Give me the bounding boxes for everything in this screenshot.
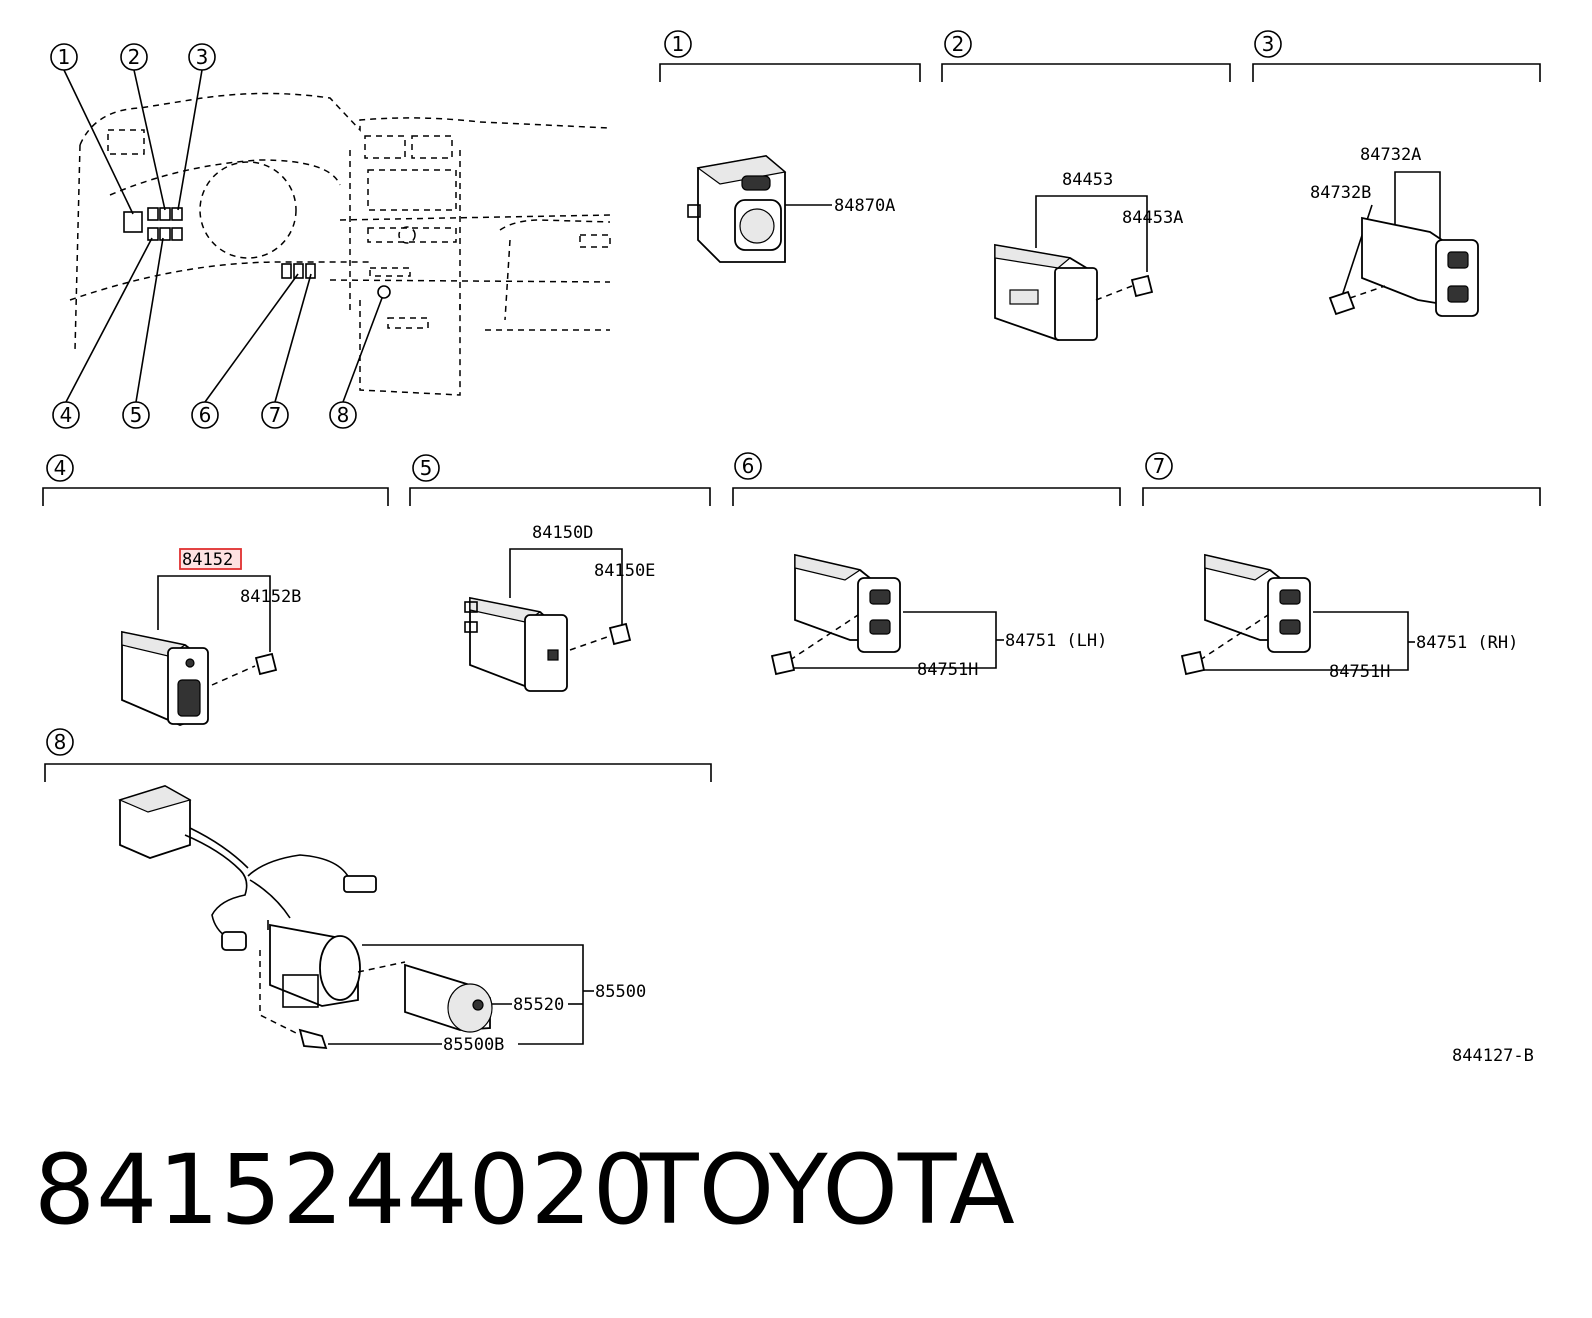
section-5-number: 5 xyxy=(420,456,433,480)
section-4-number: 4 xyxy=(54,456,67,480)
switch-body-icon xyxy=(794,553,901,653)
screw-icon xyxy=(1130,274,1154,298)
footer-part-number: 8415244020 xyxy=(34,1134,655,1246)
callout-circle-2 xyxy=(120,43,148,71)
callout-7: 7 xyxy=(269,403,282,427)
section-2-number: 2 xyxy=(952,32,965,56)
callout-5: 5 xyxy=(130,403,143,427)
section-4: 4 84152 84152B xyxy=(42,454,389,726)
label-84751-LH: 84751 (LH) xyxy=(1005,631,1107,651)
section-8-number: 8 xyxy=(54,730,67,754)
label-84150E: 84150E xyxy=(594,561,655,581)
section-6: 6 84751 (LH) 84751H xyxy=(732,452,1121,680)
section-7-number: 7 xyxy=(1153,454,1166,478)
label-84751H-RH: 84751H xyxy=(1329,662,1390,682)
section-7: 7 84751 (RH) 84751H xyxy=(1142,452,1541,682)
label-84152B: 84152B xyxy=(240,587,301,607)
dashboard-overview: 1 2 3 4 5 6 7 8 xyxy=(50,43,611,429)
mirror-switch-icon xyxy=(687,155,787,263)
label-84732A: 84732A xyxy=(1360,145,1421,165)
dimmer-switch-icon xyxy=(121,630,209,726)
label-84150D: 84150D xyxy=(532,523,593,543)
switch-body-icon xyxy=(1361,216,1479,317)
callout-circle-3 xyxy=(188,43,216,71)
label-84870A: 84870A xyxy=(834,196,895,216)
callout-4: 4 xyxy=(60,403,73,427)
callout-circle-8 xyxy=(329,401,357,429)
callout-circle-1 xyxy=(50,43,78,71)
switch-body-icon xyxy=(994,243,1098,341)
callout-circle-4 xyxy=(52,401,80,429)
label-85500B: 85500B xyxy=(443,1035,504,1055)
screw-icon xyxy=(770,650,796,676)
label-84751H-LH: 84751H xyxy=(917,660,978,680)
cigarette-lighter-icon xyxy=(118,785,493,1050)
switch-body-icon xyxy=(464,596,568,692)
diagram-code: 844127-B xyxy=(1452,1046,1534,1066)
label-84453: 84453 xyxy=(1062,170,1113,190)
callout-circle-7 xyxy=(261,401,289,429)
label-85520: 85520 xyxy=(513,995,564,1015)
callout-6: 6 xyxy=(199,403,212,427)
switch-body-icon xyxy=(1204,553,1311,653)
section-2: 2 84453 84453A xyxy=(941,30,1231,341)
label-85500: 85500 xyxy=(595,982,646,1002)
highlight-box xyxy=(179,548,242,570)
callout-circle-5 xyxy=(122,401,150,429)
callout-8: 8 xyxy=(337,403,350,427)
screw-icon xyxy=(1328,290,1356,316)
callout-1: 1 xyxy=(58,45,71,69)
section-3: 3 84732A 84732B xyxy=(1252,30,1541,317)
label-84152-highlighted[interactable]: 84152 xyxy=(182,550,233,570)
label-84453A: 84453A xyxy=(1122,208,1183,228)
screw-icon xyxy=(1180,650,1206,676)
section-8: 8 85500 xyxy=(44,728,712,1055)
callout-2: 2 xyxy=(128,45,141,69)
section-1-number: 1 xyxy=(672,32,685,56)
callout-3: 3 xyxy=(196,45,209,69)
screw-icon xyxy=(608,622,632,646)
section-1: 1 84870A xyxy=(659,30,921,263)
label-84751-RH: 84751 (RH) xyxy=(1416,633,1518,653)
screw-icon xyxy=(254,652,278,676)
section-5: 5 84150D 84150E xyxy=(409,454,711,692)
label-84732B: 84732B xyxy=(1310,183,1371,203)
section-6-number: 6 xyxy=(742,454,755,478)
section-3-number: 3 xyxy=(1262,32,1275,56)
footer-brand: TOYOTA xyxy=(640,1134,1015,1246)
callout-circle-6 xyxy=(191,401,219,429)
